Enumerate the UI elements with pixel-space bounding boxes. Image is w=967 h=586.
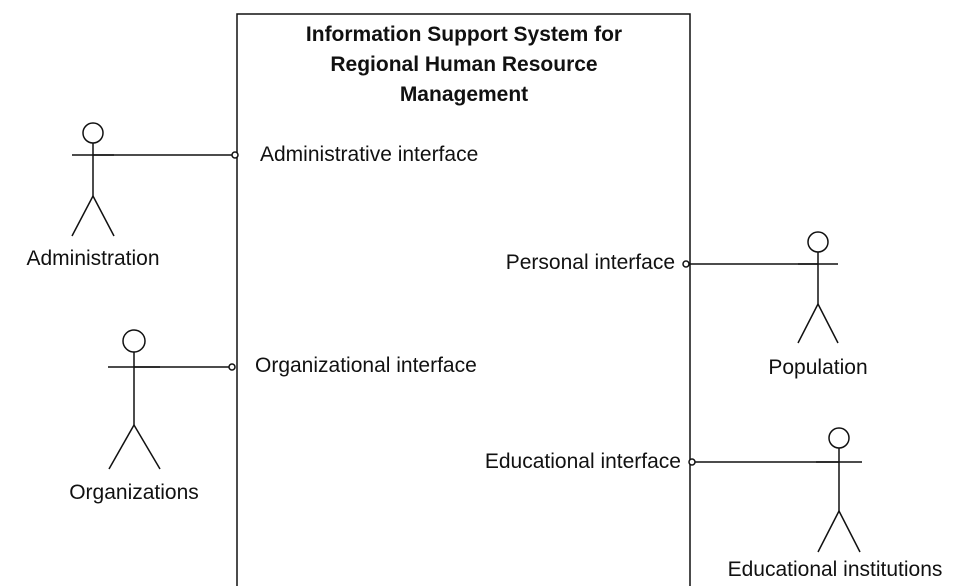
port-organizational-interface: [228, 363, 236, 371]
actor-educational-institutions-label: Educational institutions: [727, 558, 943, 581]
actor-population-label: Population: [768, 356, 868, 379]
system-title-line-2: Regional Human Resource: [330, 53, 598, 76]
actor-administration-label: Administration: [26, 247, 160, 270]
port-educational-interface: [688, 458, 696, 466]
actor-administration-figure: [71, 122, 115, 237]
actor-educational-institutions-figure: [816, 427, 862, 553]
port-personal-interface: [682, 260, 690, 268]
actor-population-figure: [797, 231, 839, 344]
educational-interface-label: Educational interface: [484, 450, 681, 473]
system-title: Information Support System for Regional …: [238, 20, 690, 110]
system-boundary: [236, 13, 691, 586]
personal-interface-label: Personal interface: [505, 251, 675, 274]
administrative-interface-label: Administrative interface: [260, 143, 479, 166]
actor-organizations-label: Organizations: [69, 481, 199, 504]
system-title-line-3: Management: [399, 83, 529, 106]
port-administrative-interface: [231, 151, 239, 159]
actor-organizations-figure: [108, 329, 161, 470]
system-title-line-1: Information Support System for: [305, 23, 623, 46]
organizational-interface-label: Organizational interface: [255, 354, 477, 377]
